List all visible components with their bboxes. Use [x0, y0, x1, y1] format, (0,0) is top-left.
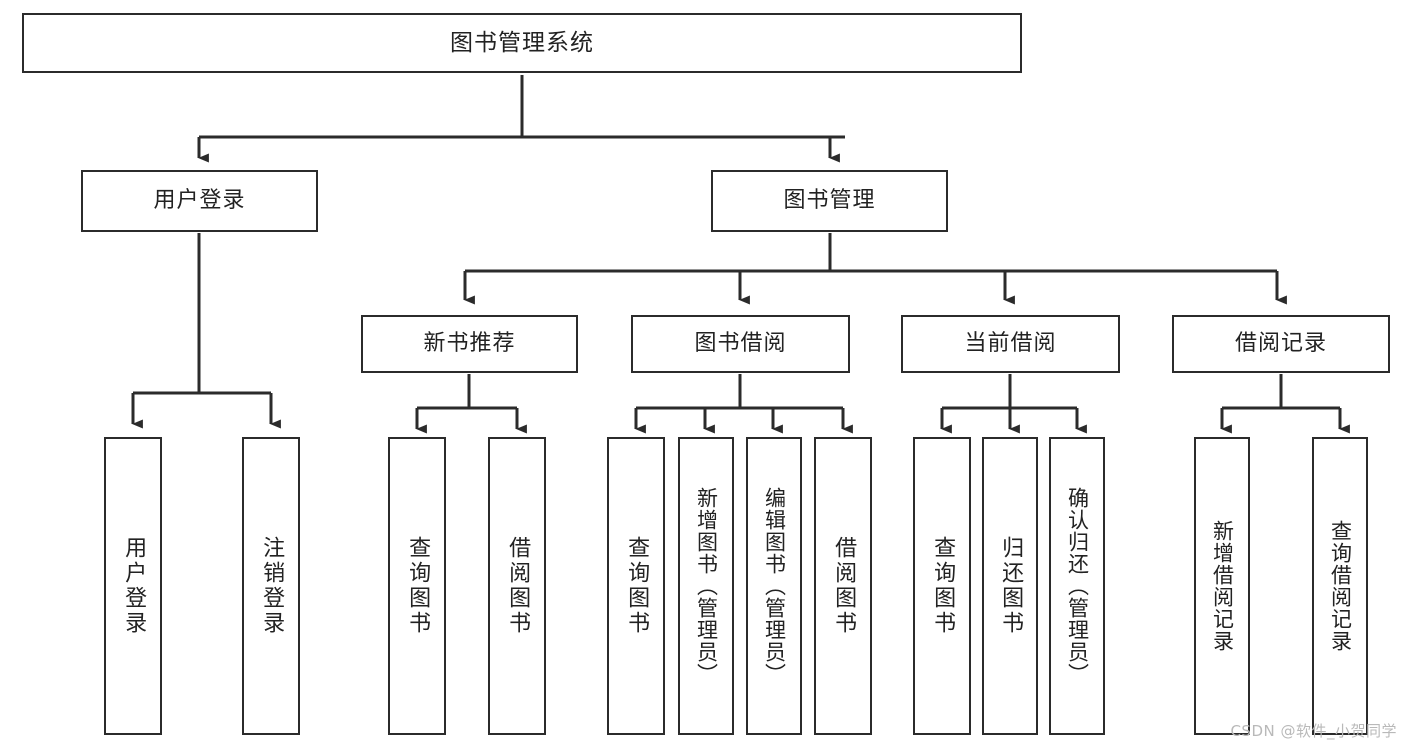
node-leaf-edit-book[interactable]: 编辑图书（管理员） — [746, 437, 802, 735]
node-label: 当前借阅 — [964, 331, 1057, 357]
node-leaf-logout[interactable]: 注销登录 — [242, 437, 300, 735]
node-label: 借阅图书 — [505, 536, 531, 636]
node-label: 图书管理 — [783, 188, 876, 214]
node-label: 查询图书 — [405, 536, 431, 636]
node-label: 确认归还（管理员） — [1065, 487, 1090, 685]
node-book-management[interactable]: 图书管理 — [711, 170, 948, 232]
node-leaf-return-book[interactable]: 归还图书 — [982, 437, 1038, 735]
node-leaf-query-book-3[interactable]: 查询图书 — [913, 437, 971, 735]
node-label: 图书借阅 — [694, 331, 787, 357]
node-current-borrow[interactable]: 当前借阅 — [901, 315, 1120, 373]
node-new-book-recommend[interactable]: 新书推荐 — [361, 315, 578, 373]
node-leaf-add-record[interactable]: 新增借阅记录 — [1194, 437, 1250, 735]
node-label: 归还图书 — [998, 536, 1024, 636]
node-user-login[interactable]: 用户登录 — [81, 170, 318, 232]
node-leaf-add-book[interactable]: 新增图书（管理员） — [678, 437, 734, 735]
node-label: 查询图书 — [624, 536, 650, 636]
node-label: 查询借阅记录 — [1328, 520, 1353, 652]
node-label: 新书推荐 — [423, 331, 516, 357]
node-borrow-record[interactable]: 借阅记录 — [1172, 315, 1390, 373]
node-label: 编辑图书（管理员） — [762, 487, 787, 685]
node-label: 注销登录 — [259, 536, 285, 636]
node-leaf-query-book-2[interactable]: 查询图书 — [607, 437, 665, 735]
node-label: 新增图书（管理员） — [694, 487, 719, 685]
node-leaf-query-book-1[interactable]: 查询图书 — [388, 437, 446, 735]
node-leaf-user-login[interactable]: 用户登录 — [104, 437, 162, 735]
node-book-borrow[interactable]: 图书借阅 — [631, 315, 850, 373]
csdn-watermark: CSDN @软件_小贺同学 — [1230, 722, 1397, 740]
node-leaf-confirm-return[interactable]: 确认归还（管理员） — [1049, 437, 1105, 735]
node-label: 查询图书 — [930, 536, 956, 636]
node-leaf-query-record[interactable]: 查询借阅记录 — [1312, 437, 1368, 735]
node-label: 用户登录 — [153, 188, 246, 214]
node-root-book-management-system[interactable]: 图书管理系统 — [22, 13, 1022, 73]
node-label: 新增借阅记录 — [1210, 520, 1235, 652]
node-label: 用户登录 — [121, 536, 147, 636]
node-leaf-borrow-book-1[interactable]: 借阅图书 — [488, 437, 546, 735]
node-label: 借阅图书 — [831, 536, 857, 636]
node-label: 图书管理系统 — [450, 29, 594, 56]
node-leaf-borrow-book-2[interactable]: 借阅图书 — [814, 437, 872, 735]
node-label: 借阅记录 — [1234, 331, 1327, 357]
